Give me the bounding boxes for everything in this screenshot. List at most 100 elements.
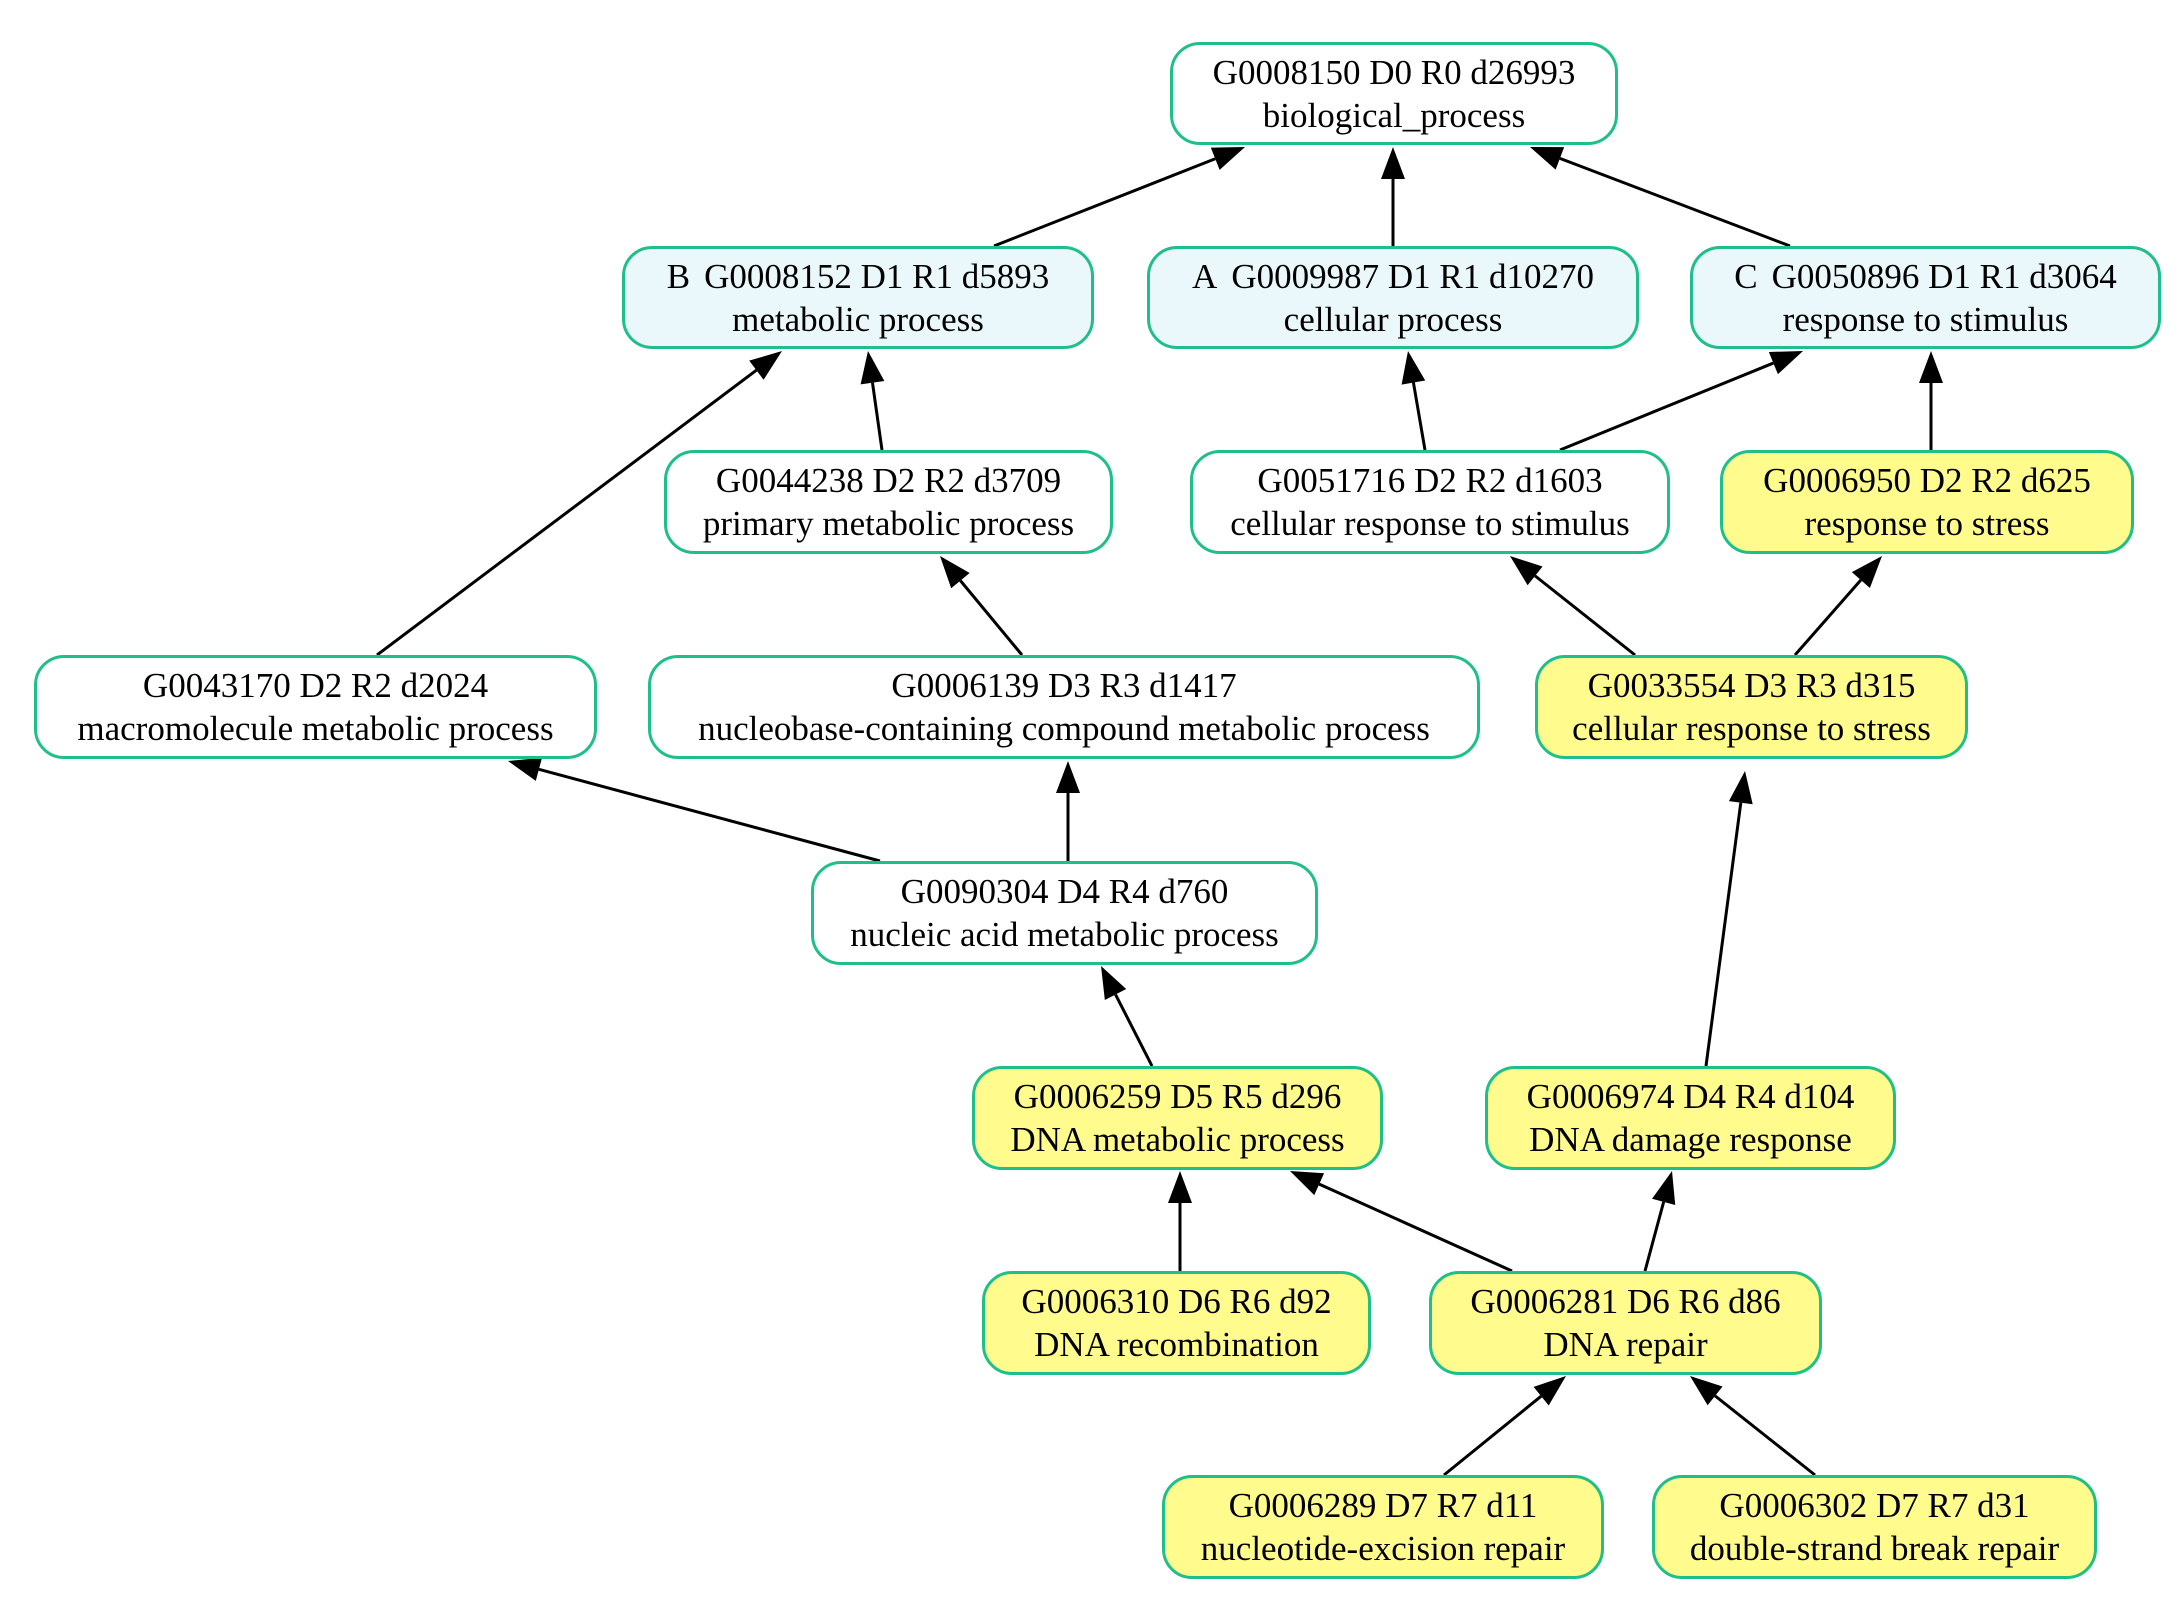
edge-go0006139-to-go0044238 [940, 556, 1024, 656]
node-go0090304: G0090304 D4 R4 d760 nucleic acid metabol… [811, 861, 1318, 965]
node-term-name: macromolecule metabolic process [77, 709, 554, 748]
node-go0006310: G0006310 D6 R6 d92 DNA recombination [982, 1271, 1371, 1375]
edge-go0051716-to-go0009987 [1401, 351, 1427, 451]
node-stats: G0008150 D0 R0 d26993 [1212, 52, 1576, 92]
node-stats: G0006950 D2 R2 d625 [1763, 461, 2091, 500]
node-stats: G0033554 D3 R3 d315 [1587, 666, 1916, 705]
edge-go0044238-to-go0008152 [860, 351, 885, 451]
node-prefix: B [666, 256, 691, 296]
edge-line [376, 369, 758, 657]
node-stats: G0044238 D2 R2 d3709 [715, 461, 1062, 500]
arrowhead-icon [1851, 556, 1882, 588]
node-go0006950: G0006950 D2 R2 d625 response to stress [1720, 450, 2134, 554]
edge-go0006289-to-go0006281 [1443, 1376, 1566, 1477]
edge-go0006259-to-go0090304 [1101, 966, 1154, 1067]
node-go0051716: G0051716 D2 R2 d1603 cellular response t… [1190, 450, 1670, 554]
node-id-line: G0006974 D4 R4 d104 [1527, 1075, 1855, 1118]
node-term-name: nucleobase-containing compound metabolic… [698, 709, 1430, 748]
edge-line [1704, 802, 1743, 1067]
node-go0033554: G0033554 D3 R3 d315 cellular response to… [1535, 655, 1968, 759]
edge-go0033554-to-go0006950 [1793, 556, 1882, 656]
node-term-name: response to stress [1804, 504, 2050, 543]
node-stats: G0050896 D1 R1 d3064 [1771, 256, 2117, 296]
node-stats: G0006289 D7 R7 d11 [1228, 1486, 1538, 1525]
node-stats: G0006281 D6 R6 d86 [1470, 1282, 1781, 1321]
arrowhead-icon [1530, 147, 1565, 170]
edge-go0050896-to-go0008150 [1530, 147, 1791, 248]
node-go0008152: B G0008152 D1 R1 d5893 metabolic process [622, 246, 1094, 349]
node-term-name: DNA metabolic process [1010, 1120, 1345, 1159]
node-term-name: primary metabolic process [702, 504, 1075, 543]
edge-line [1559, 156, 1791, 248]
node-stats: G0006259 D5 R5 d296 [1013, 1077, 1342, 1116]
node-id-line: G0044238 D2 R2 d3709 [716, 459, 1061, 502]
node-id-line: G0006310 D6 R6 d92 [1021, 1280, 1331, 1323]
node-id-line: G0090304 D4 R4 d760 [901, 870, 1229, 913]
node-go0043170: G0043170 D2 R2 d2024 macromolecule metab… [34, 655, 597, 759]
node-go0006281: G0006281 D6 R6 d86 DNA repair [1429, 1271, 1822, 1375]
node-term-name: metabolic process [732, 299, 984, 339]
edge-go0006281-to-go0006259 [1290, 1171, 1513, 1273]
node-id-line: G0006950 D2 R2 d625 [1763, 459, 2091, 502]
node-term-name: nucleic acid metabolic process [850, 915, 1279, 954]
arrowhead-icon [1768, 351, 1803, 375]
node-id-line: G0006289 D7 R7 d11 [1229, 1484, 1538, 1527]
arrowhead-icon [1510, 556, 1543, 586]
edge-line [1793, 579, 1863, 656]
arrowhead-icon [1919, 351, 1943, 383]
node-term-name: response to stimulus [1782, 299, 2069, 339]
node-stats: G0051716 D2 R2 d1603 [1257, 461, 1603, 500]
node-id-line: G0008150 D0 R0 d26993 [1213, 51, 1576, 94]
node-term-name: cellular process [1283, 299, 1503, 339]
edge-line [1559, 361, 1774, 452]
node-go0006259: G0006259 D5 R5 d296 DNA metabolic proces… [972, 1066, 1383, 1170]
node-term-name: cellular response to stimulus [1230, 504, 1630, 543]
node-id-line: G0033554 D3 R3 d315 [1588, 664, 1916, 707]
arrowhead-icon [860, 351, 885, 385]
arrowhead-icon [1401, 351, 1426, 385]
arrowhead-icon [1168, 1171, 1192, 1203]
node-stats: G0006310 D6 R6 d92 [1021, 1282, 1332, 1321]
node-id-line: G0051716 D2 R2 d1603 [1257, 459, 1602, 502]
node-id-line: G0043170 D2 R2 d2024 [143, 664, 488, 707]
edge-go0008152-to-go0008150 [993, 147, 1245, 248]
edge-line [1643, 1201, 1666, 1272]
node-stats: G0006139 D3 R3 d1417 [891, 666, 1237, 705]
edge-line [1318, 1182, 1513, 1273]
node-term-name: DNA recombination [1034, 1325, 1319, 1364]
node-go0044238: G0044238 D2 R2 d3709 primary metabolic p… [664, 450, 1113, 554]
node-term-name: nucleotide-excision repair [1200, 1529, 1566, 1568]
node-term-name: double-strand break repair [1689, 1529, 2060, 1568]
node-go0006139: G0006139 D3 R3 d1417 nucleobase-containi… [648, 655, 1480, 759]
arrowhead-icon [1101, 966, 1127, 1000]
node-go0006974: G0006974 D4 R4 d104 DNA damage response [1485, 1066, 1896, 1170]
node-id-line: G0006139 D3 R3 d1417 [891, 664, 1236, 707]
node-stats: G0009987 D1 R1 d10270 [1231, 256, 1594, 296]
arrowhead-icon [1210, 147, 1245, 170]
edge-line [538, 767, 881, 863]
node-stats: G0043170 D2 R2 d2024 [142, 666, 489, 705]
arrowhead-icon [1533, 1376, 1566, 1406]
arrowhead-icon [1290, 1171, 1325, 1196]
arrowhead-icon [1381, 147, 1405, 179]
arrowhead-icon [1652, 1171, 1676, 1206]
node-go0008150: G0008150 D0 R0 d26993 biological_process [1170, 42, 1618, 145]
node-stats: G0008152 D1 R1 d5893 [704, 256, 1050, 296]
node-stats: G0006302 D7 R7 d31 [1719, 1486, 2030, 1525]
edge-line [993, 157, 1216, 248]
edge-go0006310-to-go0006259 [1168, 1171, 1192, 1271]
edge-go0006950-to-go0050896 [1919, 351, 1943, 450]
edge-line [1714, 1394, 1816, 1477]
node-term-name: DNA damage response [1529, 1120, 1852, 1159]
node-term-name: DNA repair [1543, 1325, 1708, 1364]
node-id-line: B G0008152 D1 R1 d5893 [667, 255, 1050, 298]
node-stats: G0006974 D4 R4 d104 [1526, 1077, 1855, 1116]
node-go0006302: G0006302 D7 R7 d31 double-strand break r… [1652, 1475, 2097, 1579]
node-id-line: G0006259 D5 R5 d296 [1014, 1075, 1342, 1118]
edge-line [959, 579, 1024, 656]
